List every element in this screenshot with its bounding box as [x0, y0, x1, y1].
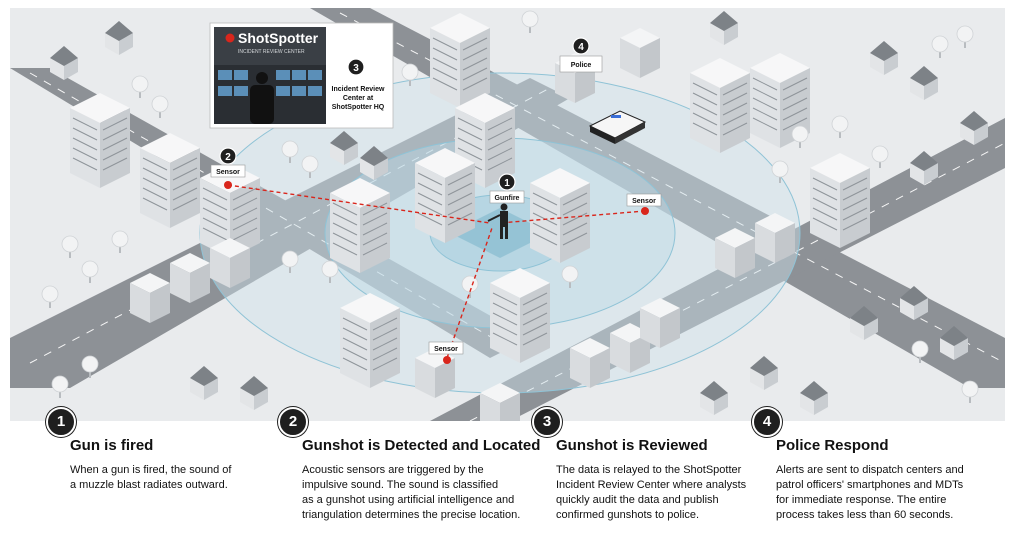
step-title: Gun is fired	[70, 437, 154, 454]
callout-1-gunfire: 1 Gunfire	[489, 173, 525, 204]
callout-2-sensor: 2 Sensor	[210, 147, 246, 178]
step-title: Gunshot is Reviewed	[556, 437, 708, 454]
step-description: When a gun is fired, the sound of a muzz…	[70, 464, 232, 491]
step-description: Acoustic sensors are triggered by the im…	[302, 464, 521, 521]
sensor-left-dot	[224, 181, 232, 189]
step-number-badge: 1	[46, 407, 76, 437]
step-title: Gunshot is Detected and Located	[302, 437, 541, 454]
svg-text:Center at: Center at	[343, 95, 374, 102]
svg-text:2: 2	[225, 152, 231, 163]
step-description: Alerts are sent to dispatch centers and …	[776, 464, 964, 521]
police-car-icon	[588, 110, 647, 144]
svg-text:3: 3	[353, 63, 359, 74]
shotspotter-logo: ShotSpotter INCIDENT REVIEW CENTER	[225, 30, 319, 55]
callout-4-police: 4 Police	[559, 37, 603, 73]
svg-text:Sensor: Sensor	[632, 198, 656, 205]
step-number-badge: 3	[532, 407, 562, 437]
svg-text:Gunfire: Gunfire	[495, 195, 520, 202]
sensor-right-label: Sensor	[626, 193, 662, 207]
svg-text:Police: Police	[571, 62, 592, 69]
analyst-figure	[250, 72, 274, 124]
svg-text:4: 4	[578, 42, 584, 53]
svg-text:Incident Review: Incident Review	[332, 86, 385, 93]
step-number-badge: 4	[752, 407, 782, 437]
steps-legend: 1 Gun is fired When a gun is fired, the …	[0, 405, 1017, 533]
svg-text:ShotSpotter HQ: ShotSpotter HQ	[332, 104, 385, 111]
step-number-badge: 2	[278, 407, 308, 437]
sensor-bottom-label: Sensor	[428, 341, 464, 355]
sensor-right-dot	[641, 207, 649, 215]
city-scene-illustration: Sensor Sensor 2 Sensor 1 Gunfire 4 Polic…	[10, 8, 1005, 421]
svg-text:1: 1	[504, 178, 510, 189]
shooter-figure	[487, 203, 508, 239]
svg-text:INCIDENT REVIEW CENTER: INCIDENT REVIEW CENTER	[238, 49, 305, 55]
svg-text:Sensor: Sensor	[434, 346, 458, 353]
step-description: The data is relayed to the ShotSpotter I…	[556, 464, 747, 521]
sensor-bottom-dot	[443, 356, 451, 364]
svg-text:ShotSpotter: ShotSpotter	[238, 30, 319, 46]
svg-text:Sensor: Sensor	[216, 169, 240, 176]
step-title: Police Respond	[776, 437, 889, 454]
incident-review-inset: ShotSpotter INCIDENT REVIEW CENTER 3 Inc…	[209, 22, 394, 129]
